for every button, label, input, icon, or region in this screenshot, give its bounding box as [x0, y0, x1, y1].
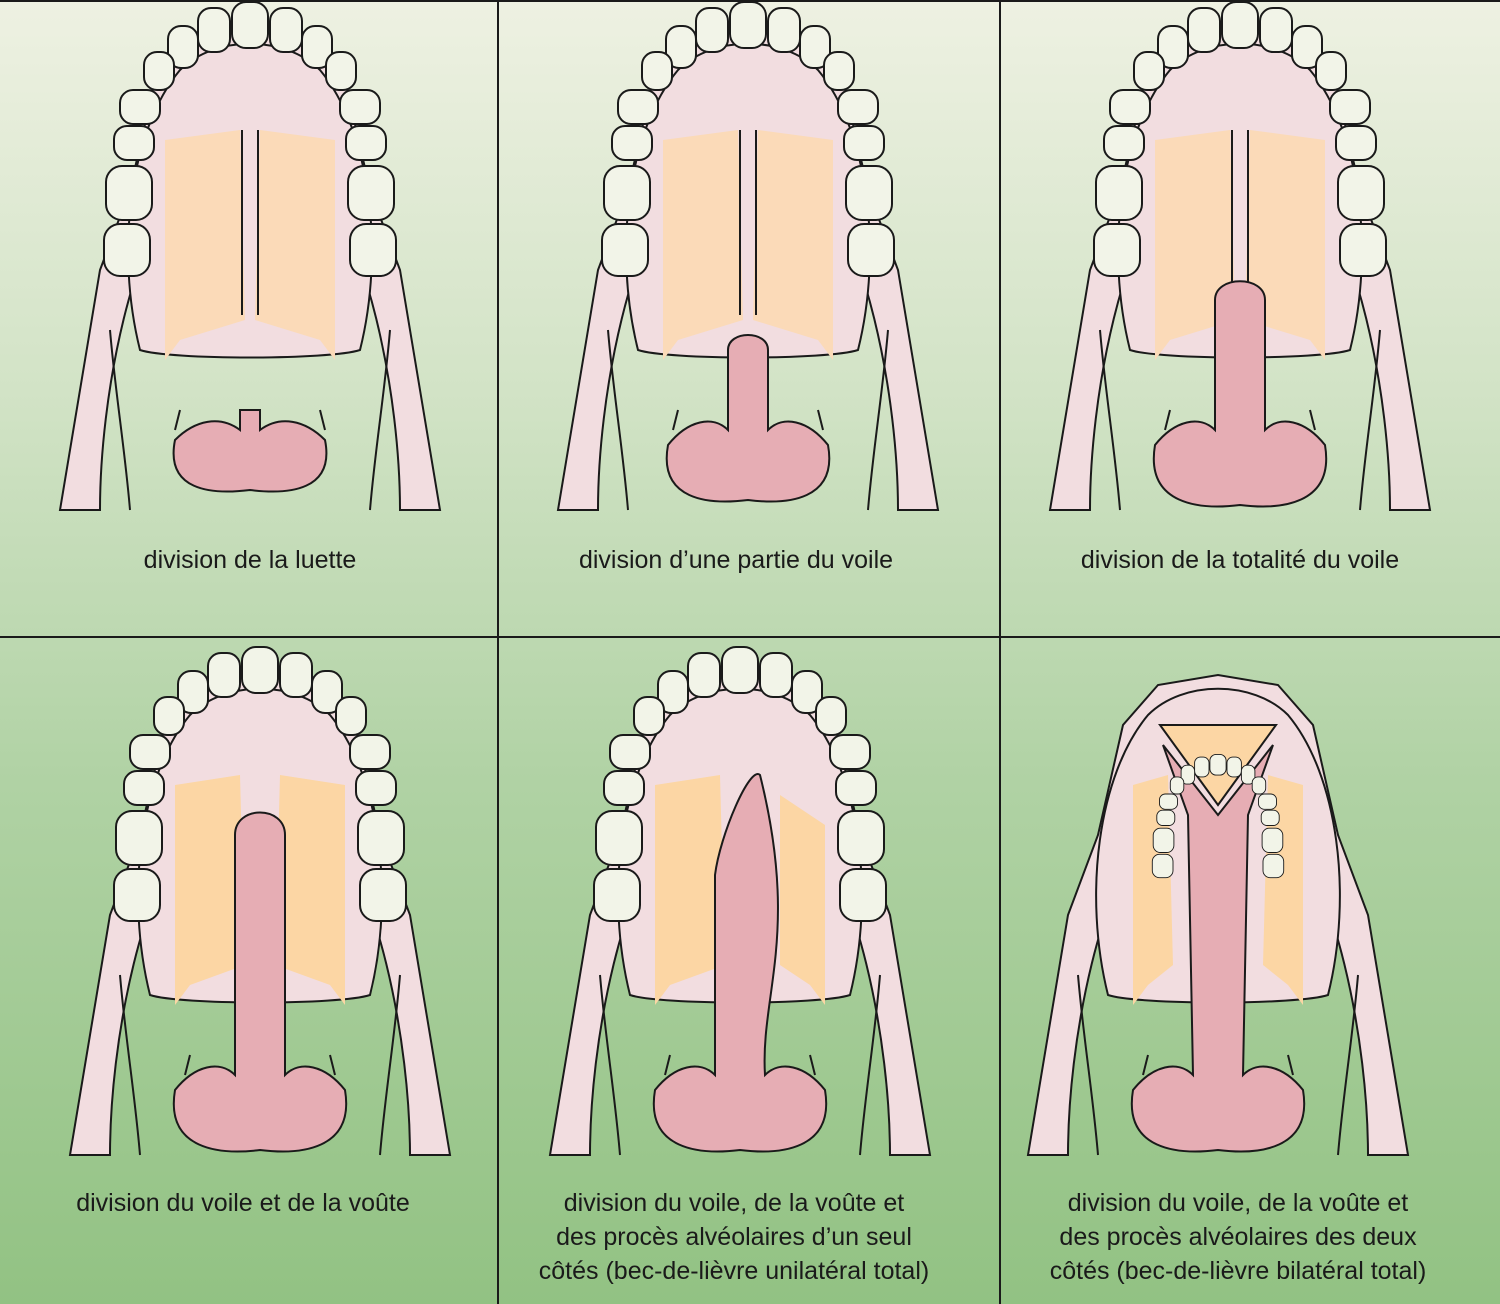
caption-unilateral: division du voile, de la voûte et des pr… [538, 1189, 930, 1285]
caption-voile-voute: division du voile et de la voûte [76, 1189, 410, 1217]
panel-luette [59, 1, 441, 511]
panel-unilateral [549, 646, 931, 1156]
panel-voile-voute [69, 646, 451, 1156]
caption-bilateral: division du voile, de la voûte et des pr… [1049, 1189, 1427, 1285]
caption-partie-voile: division d’une partie du voile [578, 546, 894, 574]
caption-totalite-voile: division de la totalité du voile [1080, 546, 1400, 574]
panel-bilateral [1027, 674, 1409, 1156]
panel-totalite-voile [1049, 1, 1431, 511]
caption-luette: division de la luette [143, 546, 357, 574]
panel-partie-voile [557, 1, 939, 511]
